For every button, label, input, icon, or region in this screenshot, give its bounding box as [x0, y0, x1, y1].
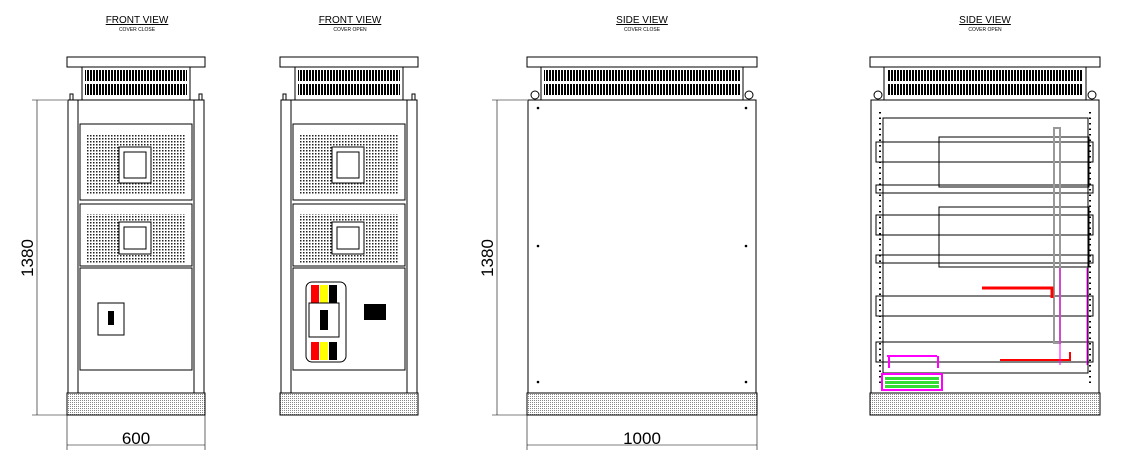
view-title-side-open: SIDE VIEW COVER OPEN [959, 15, 1011, 33]
dimension-front-height: 1380 [18, 99, 67, 416]
view-title: SIDE VIEW [616, 15, 668, 26]
terminal-block [364, 304, 386, 320]
front-view-cover-close [66, 56, 206, 416]
view-subtitle: COVER CLOSE [624, 27, 661, 33]
dimension-label: 600 [122, 429, 150, 448]
mounting-rails [875, 141, 1094, 363]
view-title: FRONT VIEW [106, 15, 169, 26]
dimension-label: 1380 [478, 239, 497, 277]
dimension-label: 1380 [18, 239, 37, 277]
view-title-front-close: FRONT VIEW COVER CLOSE [106, 15, 169, 33]
view-title: SIDE VIEW [959, 15, 1011, 26]
side-view-cover-close [526, 56, 758, 416]
view-subtitle: COVER OPEN [333, 27, 367, 33]
dimension-side-height: 1380 [478, 99, 527, 416]
dimension-front-width: 600 [66, 415, 206, 450]
side-view-cover-open [869, 56, 1101, 416]
view-title-front-open: FRONT VIEW COVER OPEN [319, 15, 382, 33]
dimension-label: 1000 [623, 429, 661, 448]
front-view-cover-open [279, 56, 419, 416]
main-breaker [305, 281, 347, 363]
view-subtitle: COVER CLOSE [119, 27, 156, 33]
view-title-side-close: SIDE VIEW COVER CLOSE [616, 15, 668, 33]
dimension-side-width: 1000 [526, 415, 758, 450]
view-subtitle: COVER OPEN [968, 27, 1002, 33]
view-title: FRONT VIEW [319, 15, 382, 26]
